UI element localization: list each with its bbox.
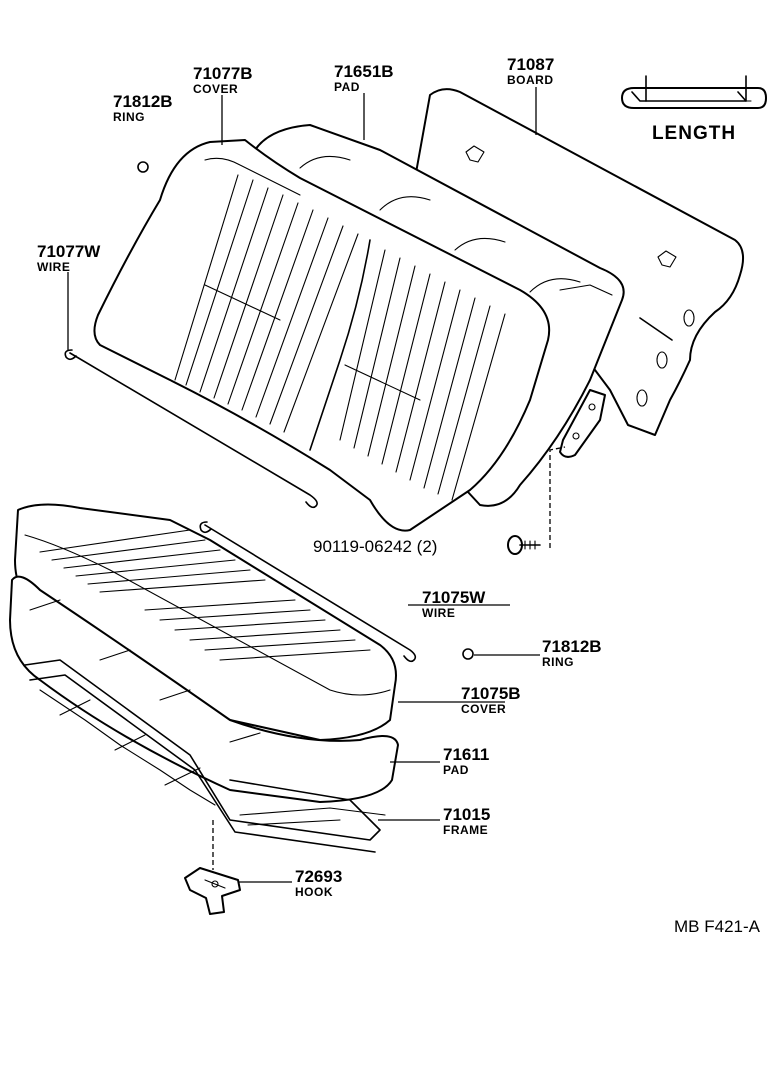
- part-number: 71812B: [113, 92, 173, 111]
- length-label: LENGTH: [652, 123, 736, 144]
- part-label-ring-top: 71812B RING: [113, 92, 173, 124]
- ring-cushion-drawing: [462, 648, 474, 660]
- part-label-pad-back: 71651B PAD: [334, 62, 394, 94]
- part-label-cover-back: 71077B COVER: [193, 64, 253, 96]
- back-cover-drawing: [93, 139, 551, 532]
- part-label-wire-back: 71077W WIRE: [37, 242, 101, 274]
- part-number: 71651B: [334, 62, 394, 81]
- leader-lines: [67, 87, 566, 883]
- ring-top-drawing: [137, 161, 149, 173]
- part-name: WIRE: [422, 606, 455, 620]
- part-label-pad-cushion: 71611 PAD: [443, 745, 489, 777]
- part-label-cover-cushion: 71075B COVER: [461, 684, 521, 716]
- part-number: 71812B: [542, 637, 602, 656]
- part-label-hook: 72693 HOOK: [295, 867, 342, 899]
- part-number: 71077W: [37, 242, 101, 261]
- part-label-bolt: 90119-06242 (2): [313, 537, 437, 556]
- part-name: HOOK: [295, 885, 333, 899]
- part-name: COVER: [461, 702, 506, 716]
- part-name: PAD: [334, 80, 360, 94]
- part-number: 71611: [443, 745, 489, 764]
- part-name: PAD: [443, 763, 469, 777]
- part-label-frame: 71015 FRAME: [443, 805, 490, 837]
- part-number: 71077B: [193, 64, 253, 83]
- part-label-ring-cushion: 71812B RING: [542, 637, 602, 669]
- part-name: RING: [542, 655, 574, 669]
- part-label-board: 71087 BOARD: [507, 55, 554, 87]
- part-number: 90119-06242 (2): [313, 537, 437, 556]
- part-number: 71075W: [422, 588, 486, 607]
- frame-drawing: [24, 659, 386, 853]
- cushion-pad-drawing: [9, 575, 399, 803]
- cushion-wire-drawing: [199, 521, 417, 663]
- part-name: FRAME: [443, 823, 488, 837]
- part-number: 71075B: [461, 684, 521, 703]
- back-wire-drawing: [64, 349, 318, 509]
- part-number: 72693: [295, 867, 342, 886]
- hook-drawing: [184, 867, 241, 915]
- part-number: 71015: [443, 805, 490, 824]
- length-legend: LENGTH: [621, 75, 767, 144]
- part-name: WIRE: [37, 260, 70, 274]
- part-name: RING: [113, 110, 145, 124]
- part-label-wire-cushion: 71075W WIRE: [422, 588, 486, 620]
- bolt-drawing: [507, 535, 541, 555]
- drawing-code: MB F421-A: [674, 917, 761, 936]
- part-name: COVER: [193, 82, 238, 96]
- part-name: BOARD: [507, 73, 554, 87]
- part-number: 71087: [507, 55, 554, 74]
